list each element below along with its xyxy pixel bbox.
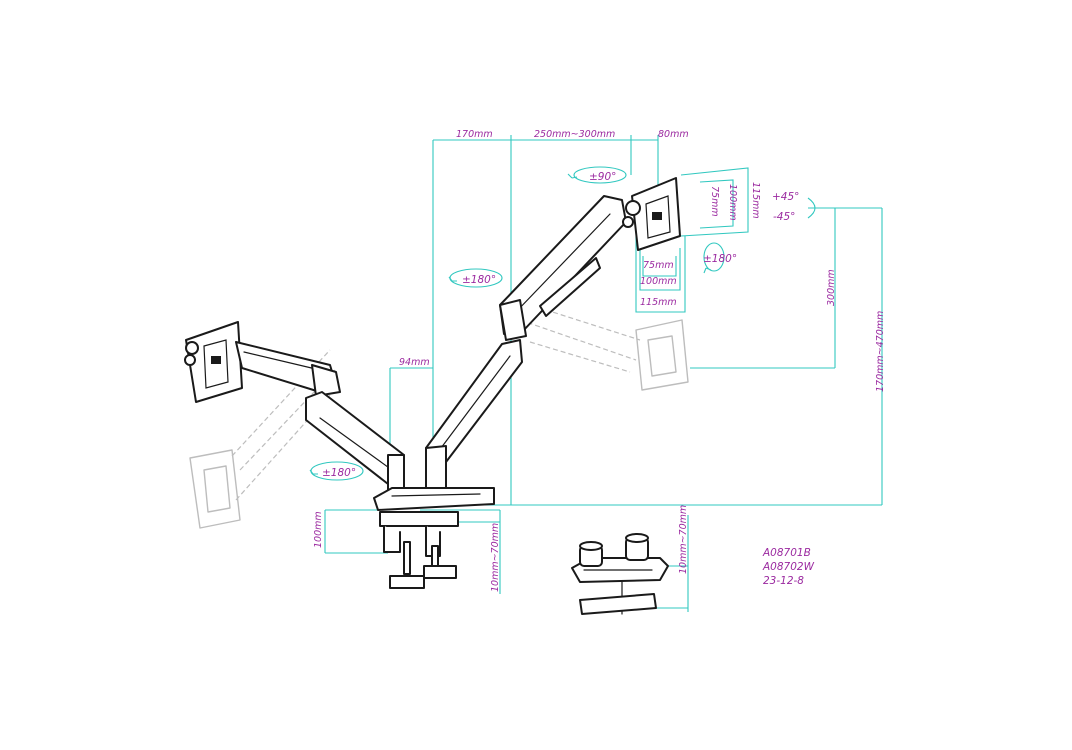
rotate-180-panel-label: ±180° xyxy=(703,253,737,265)
dimension-labels: 170mm 250mm~300mm 80mm 94mm 300mm 170mm~… xyxy=(313,129,886,592)
right-upper-arm xyxy=(499,195,627,341)
tilt-down-label: -45° xyxy=(773,211,795,223)
model-number-1: A08701B xyxy=(762,547,811,559)
dim-80-label: 80mm xyxy=(658,129,689,140)
dim-170-470-label: 170mm~470mm xyxy=(875,311,886,392)
model-info: A08701B A08702W 23-12-8 xyxy=(762,547,815,587)
right-vesa-plate xyxy=(622,177,681,251)
vesa-h-115-label: 115mm xyxy=(640,297,677,308)
vesa-v-100-label: 100mm xyxy=(727,184,738,221)
tilt-arrow-icon xyxy=(807,197,816,219)
vesa-h-100-label: 100mm xyxy=(640,276,677,287)
ghost-right-monitor xyxy=(514,299,689,391)
vesa-h-75-label: 75mm xyxy=(643,260,674,271)
left-lower-arm xyxy=(305,391,405,501)
dim-clamp-10-70-label: 10mm~70mm xyxy=(490,523,501,592)
rotation-labels: ±90° ±180° ±180° ±180° +45° -45° xyxy=(322,171,799,479)
rotation-indicators xyxy=(309,166,816,481)
dim-clamp-100-label: 100mm xyxy=(313,511,324,548)
left-upper-arm xyxy=(235,341,341,397)
right-lower-arm xyxy=(425,339,523,501)
vesa-v-115-label: 115mm xyxy=(750,182,761,219)
rotate-180-panel-arrow-icon xyxy=(703,242,725,272)
swivel-90-label: ±90° xyxy=(589,171,616,183)
vesa-labels: 75mm 100mm 115mm 75mm 100mm 115mm xyxy=(640,182,761,308)
vesa-v-75-label: 75mm xyxy=(709,186,720,217)
dim-300-label: 300mm xyxy=(826,269,837,306)
rotate-180-lower-label: ±180° xyxy=(322,467,356,479)
left-vesa-plate xyxy=(184,321,243,403)
grommet-base xyxy=(571,533,669,615)
revision-date: 23-12-8 xyxy=(763,575,804,587)
rotate-180-upper-label: ±180° xyxy=(462,274,496,286)
dim-170-label: 170mm xyxy=(456,129,493,140)
dim-94-label: 94mm xyxy=(399,357,430,368)
swivel-90-arrow-icon xyxy=(573,166,627,184)
model-number-2: A08702W xyxy=(762,561,815,573)
tilt-up-label: +45° xyxy=(772,191,799,203)
desk-clamp-base xyxy=(373,487,495,589)
dim-grommet-10-70-label: 10mm~70mm xyxy=(678,505,689,574)
dim-250-300-label: 250mm~300mm xyxy=(534,129,615,140)
